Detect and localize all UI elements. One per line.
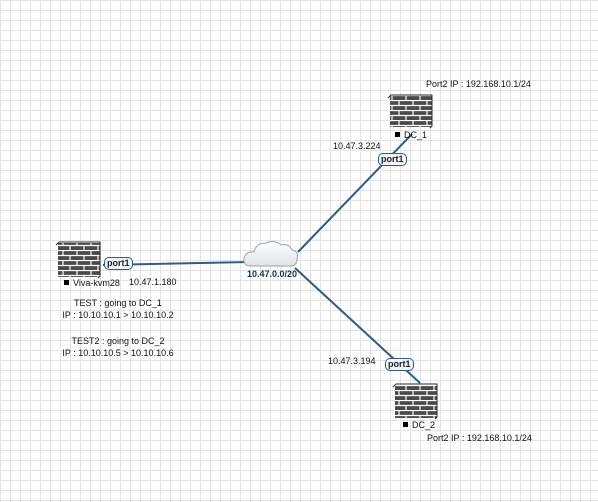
- port2-ip-label-dc1: Port2 IP : 192.168.10.1/24: [426, 79, 531, 89]
- test-notes: TEST : going to DC_1 IP : 10.10.10.1 > 1…: [0, 297, 236, 359]
- ip-label-dc1: 10.47.3.224: [333, 141, 381, 151]
- firewall-icon-viva[interactable]: [55, 241, 101, 279]
- port-badge-viva[interactable]: port1: [104, 257, 133, 270]
- port-badge-dc2[interactable]: port1: [385, 358, 414, 371]
- device-name-viva-text: Viva-kvm28: [73, 278, 120, 288]
- test2-ip: IP : 10.10.10.5 > 10.10.10.6: [62, 348, 174, 358]
- device-name-viva: Viva-kvm28: [64, 278, 120, 288]
- test1-title: TEST : going to DC_1: [74, 298, 162, 308]
- device-marker-icon: [403, 422, 408, 427]
- firewall-icon-dc1[interactable]: [387, 94, 433, 129]
- device-marker-icon: [395, 132, 400, 137]
- device-name-dc1-text: DC_1: [404, 130, 428, 140]
- network-cloud-icon[interactable]: [243, 240, 298, 267]
- ip-label-viva: 10.47.1.180: [129, 277, 177, 287]
- port-badge-dc1[interactable]: port1: [378, 153, 407, 166]
- firewall-icon-dc2[interactable]: [392, 383, 438, 420]
- notes-spacer: [0, 321, 236, 335]
- test1-ip: IP : 10.10.10.1 > 10.10.10.2: [62, 310, 174, 320]
- device-name-dc1: DC_1: [395, 130, 427, 140]
- device-name-dc2-text: DC_2: [412, 420, 436, 430]
- network-label: 10.47.0.0/20: [247, 269, 298, 279]
- device-name-dc2: DC_2: [403, 420, 435, 430]
- device-marker-icon: [64, 280, 69, 285]
- test2-title: TEST2 : going to DC_2: [71, 336, 165, 346]
- ip-label-dc2: 10.47.3.194: [328, 356, 376, 366]
- port2-ip-label-dc2: Port2 IP : 192.168.10.1/24: [427, 433, 532, 443]
